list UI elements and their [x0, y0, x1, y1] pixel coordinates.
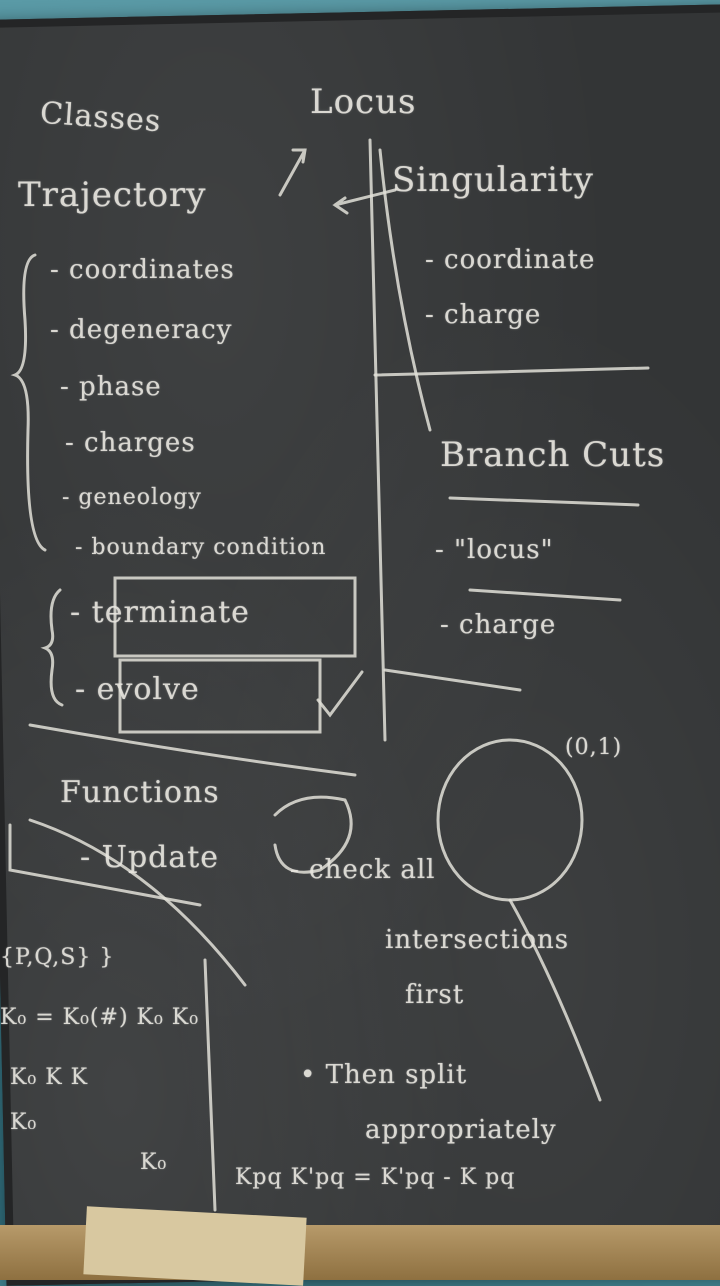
eraser [83, 1206, 307, 1286]
chalk-circle [436, 738, 584, 902]
circle-line [508, 898, 602, 1102]
singularity-item-1: - charge [425, 300, 542, 330]
terminate-box [113, 576, 357, 658]
curve-line [378, 148, 432, 432]
divider-line [383, 668, 522, 692]
branch-cuts-item-0: - "locus" [435, 535, 554, 565]
trajectory-item-5: - boundary condition [75, 535, 327, 560]
trajectory-item-1: - degeneracy [50, 315, 233, 345]
update-loop [273, 795, 353, 874]
bottom-left-line [28, 818, 247, 987]
branch-cuts-title: Branch Cuts [440, 435, 666, 475]
formula-5: Kpq K'pq = K'pq - K pq [235, 1165, 516, 1190]
note-check: - check all [290, 855, 436, 885]
left-box [8, 823, 202, 907]
arrow-to-locus [278, 148, 307, 197]
functions-item-0: - Update [80, 840, 220, 875]
trajectory-item-2: - phase [60, 372, 162, 402]
functions-separator [28, 723, 357, 777]
note-coordinate: (0,1) [565, 735, 623, 760]
locus-heading: Locus [310, 82, 417, 122]
trajectory-item-0: - coordinates [50, 255, 235, 285]
formula-2: K₀ K K [10, 1065, 89, 1090]
locus-underline [468, 588, 622, 602]
note-intersections: intersections [385, 925, 570, 955]
trajectory-sub-evolve: - evolve [75, 672, 200, 707]
formula-0: {P,Q,S} } [0, 945, 115, 970]
note-then-split: • Then split [300, 1060, 468, 1090]
trajectory-sub-terminate: - terminate [70, 595, 250, 630]
formula-3: K₀ [10, 1110, 38, 1135]
functions-title: Functions [60, 775, 220, 810]
singularity-underline [373, 366, 650, 377]
vertical-bottom [203, 958, 217, 1212]
small-brace [40, 588, 64, 707]
trajectory-item-4: - geneology [62, 485, 202, 510]
vertical-divider [368, 138, 387, 742]
formula-4: K₀ [140, 1150, 168, 1175]
singularity-title: Singularity [392, 160, 594, 200]
note-first: first [405, 980, 465, 1010]
branch-cuts-item-1: - charge [440, 610, 557, 640]
branch-underline [448, 496, 640, 507]
evolve-box [118, 658, 322, 734]
note-appropriately: appropriately [365, 1115, 557, 1145]
check-mark [316, 670, 364, 718]
formula-1: K₀ = K₀(#) K₀ K₀ [0, 1005, 200, 1030]
left-brace [10, 253, 47, 552]
singularity-item-0: - coordinate [425, 245, 596, 275]
trajectory-item-3: - charges [65, 428, 196, 458]
trajectory-title: Trajectory [18, 175, 207, 215]
